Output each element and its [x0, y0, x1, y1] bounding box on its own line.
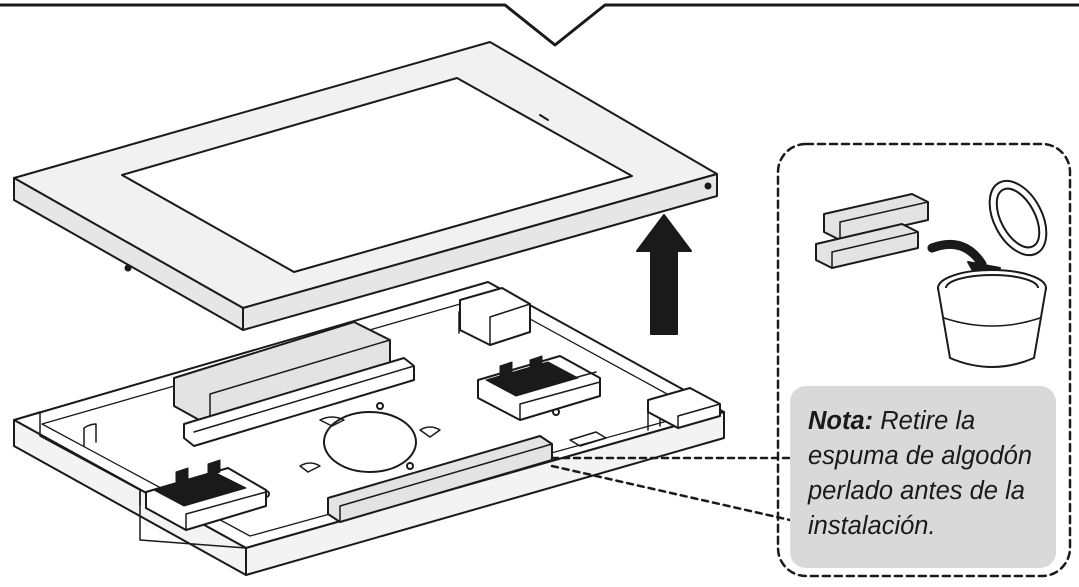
lift-up-arrow-icon	[636, 214, 692, 335]
screen-window	[121, 77, 633, 273]
note-box	[790, 386, 1056, 568]
note-leader-lines	[550, 456, 792, 522]
foam-piece-left	[173, 321, 415, 447]
note-line-2: espuma de algodón	[808, 442, 1033, 470]
callout-pointer-line	[0, 3, 1079, 47]
trash-can-icon	[937, 179, 1048, 368]
detail-box-border	[776, 142, 1072, 578]
cover-frame	[13, 41, 718, 331]
socket-module-left	[145, 459, 267, 531]
foam-piece-bottom	[327, 435, 553, 523]
base-plate	[13, 281, 725, 576]
note-text-1: Retire la	[873, 407, 976, 435]
note-label: Nota:	[808, 407, 874, 435]
note-line-4: instalación.	[808, 512, 936, 540]
note-line-1: Nota: Retire la	[808, 404, 1053, 439]
socket-module-right	[477, 355, 601, 421]
removed-foam-pieces	[815, 193, 929, 269]
note-line-3: perlado antes de la	[808, 477, 1025, 505]
installation-note: Nota: Retire la espuma de algodón perlad…	[808, 404, 1053, 544]
